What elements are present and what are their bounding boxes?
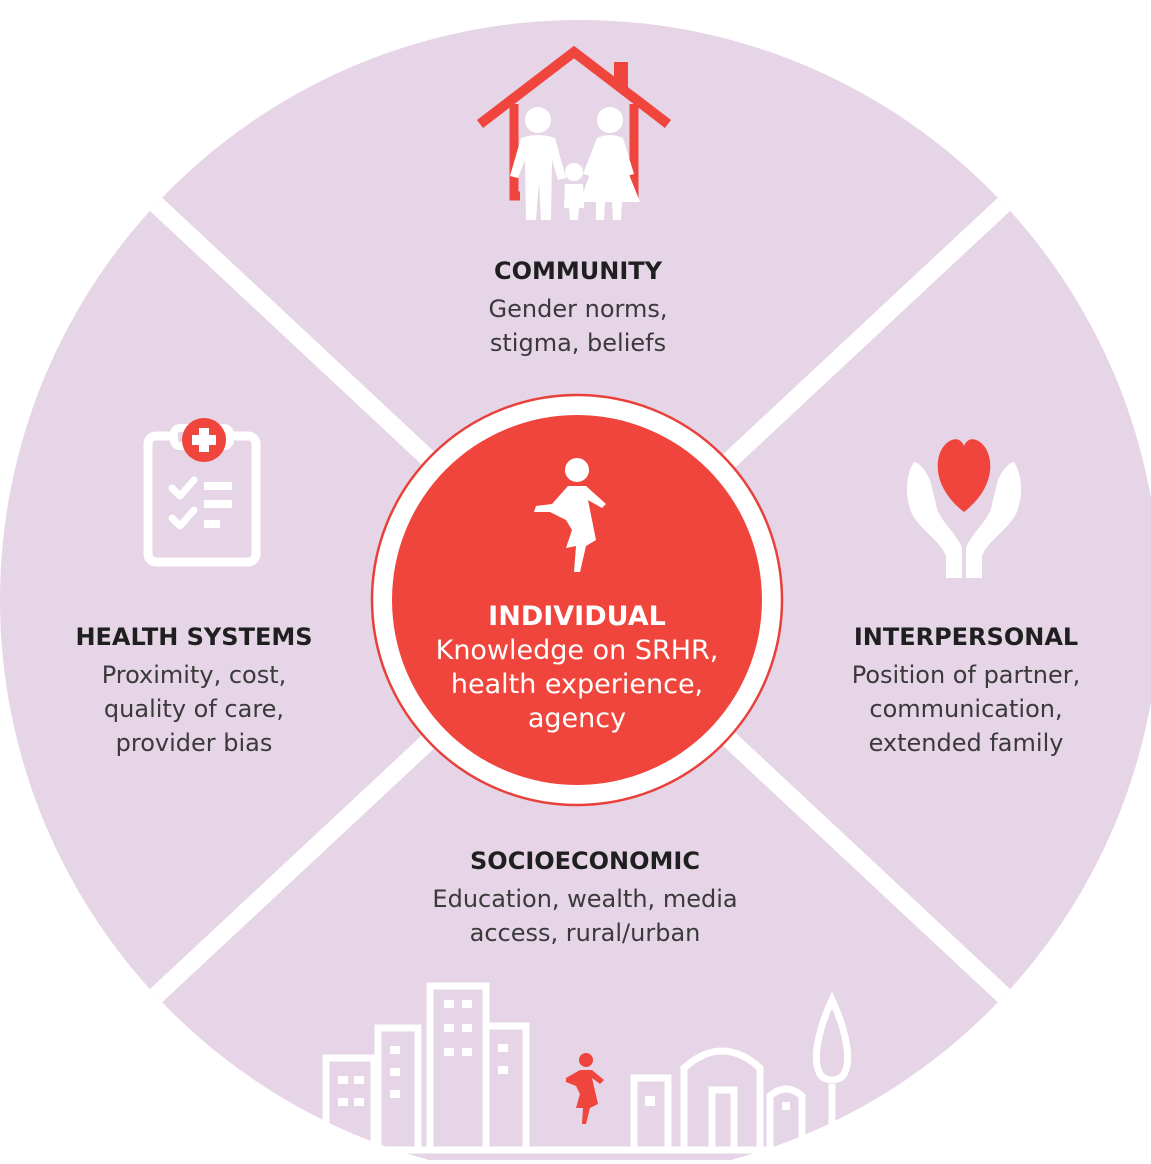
individual-title: INDIVIDUAL: [488, 601, 666, 632]
health-systems-title: HEALTH SYSTEMS: [75, 623, 313, 651]
health-systems-description: Proximity, cost, quality of care, provid…: [101, 661, 287, 757]
interpersonal-label: INTERPERSONAL Position of partner, commu…: [816, 620, 1116, 760]
center-disc: [392, 415, 762, 785]
individual-description: Knowledge on SRHR, health experience, ag…: [435, 635, 719, 734]
community-description: Gender norms, stigma, beliefs: [488, 295, 668, 357]
community-label: COMMUNITY Gender norms, stigma, beliefs: [428, 254, 728, 360]
city-skyline-icon: [310, 982, 860, 1154]
heart-in-hands-icon: [906, 439, 1022, 578]
interpersonal-description: Position of partner, communication, exte…: [851, 661, 1081, 757]
interpersonal-title: INTERPERSONAL: [853, 623, 1079, 651]
community-title: COMMUNITY: [493, 257, 663, 285]
socioeconomic-description: Education, wealth, media access, rural/u…: [432, 885, 738, 947]
socioeconomic-title: SOCIOECONOMIC: [470, 847, 700, 875]
family-house-icon: [476, 45, 672, 220]
medical-clipboard-icon: [143, 418, 261, 567]
girl-figure-icon: [534, 458, 606, 572]
socioeconomic-label: SOCIOECONOMIC Education, wealth, media a…: [385, 844, 785, 950]
individual-label: INDIVIDUAL Knowledge on SRHR, health exp…: [417, 600, 737, 736]
health-systems-label: HEALTH SYSTEMS Proximity, cost, quality …: [44, 620, 344, 760]
